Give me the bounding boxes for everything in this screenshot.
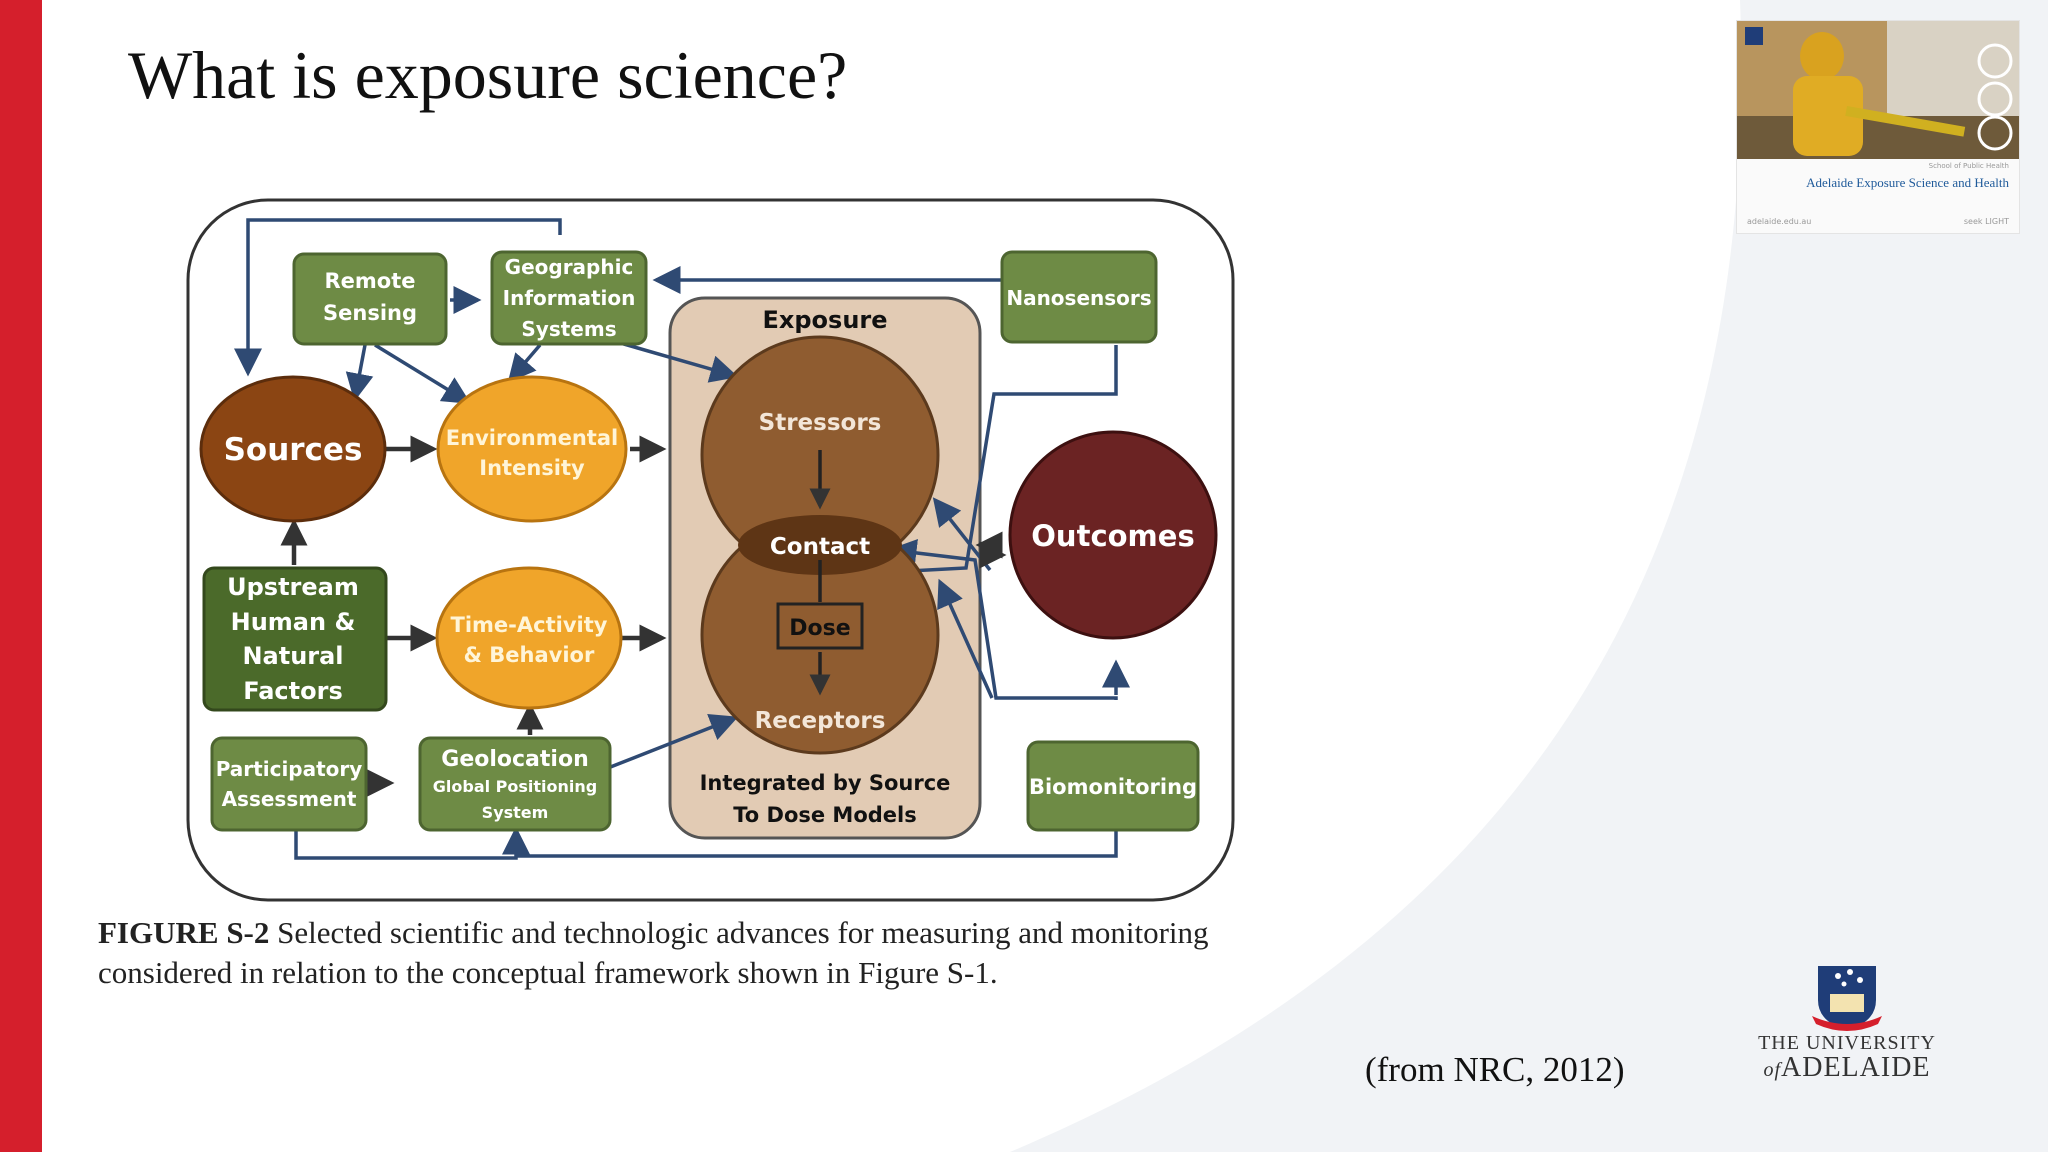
gis-label-3: Systems xyxy=(521,317,616,341)
nanosensors-node: Nanosensors xyxy=(1000,250,1158,344)
upstream-node: Upstream Human & Natural Factors xyxy=(202,566,388,712)
logo-text-line2: ofADELAIDE xyxy=(1746,1052,1948,1084)
remote-sensing-node: Remote Sensing xyxy=(292,252,448,346)
geolocation-sub-1: Global Positioning xyxy=(433,777,597,796)
gis-label-2: Information xyxy=(503,286,636,310)
time-activity-node: Time-Activity & Behavior xyxy=(435,566,623,710)
contact-label: Contact xyxy=(770,534,870,560)
accent-bar xyxy=(0,0,42,1152)
thumbnail-school: School of Public Health xyxy=(1928,162,2009,170)
time-activity-label-1: Time-Activity xyxy=(451,613,608,637)
figure-caption: FIGURE S-2 Selected scientific and techn… xyxy=(98,913,1338,993)
integrated-label-1: Integrated by Source xyxy=(700,771,951,795)
dose-box: Dose xyxy=(776,602,864,650)
figure-caption-label: FIGURE S-2 xyxy=(98,915,270,950)
logo-text-of: of xyxy=(1763,1059,1782,1081)
exposure-label: Exposure xyxy=(762,306,887,334)
geolocation-node: Geolocation Global Positioning System xyxy=(418,736,612,832)
university-crest-icon xyxy=(1812,966,1882,1031)
gis-node: Geographic Information Systems xyxy=(490,250,648,346)
logo-text-adelaide: ADELAIDE xyxy=(1781,1052,1931,1083)
contact-overlap xyxy=(738,515,902,575)
university-logo: THE UNIVERSITY ofADELAIDE xyxy=(1746,960,1948,1085)
exposure-diagram: Remote Sensing Geographic Information Sy… xyxy=(186,198,1235,902)
logo-text-line1: THE UNIVERSITY xyxy=(1758,1032,1936,1054)
biomonitoring-label: Biomonitoring xyxy=(1029,775,1197,799)
integrated-label-2: To Dose Models xyxy=(733,803,916,827)
slide-title: What is exposure science? xyxy=(128,37,848,113)
sources-label: Sources xyxy=(224,432,363,468)
dose-label: Dose xyxy=(789,616,850,641)
upstream-label-4: Factors xyxy=(243,677,343,705)
remote-sensing-label-2: Sensing xyxy=(323,301,417,325)
stressors-label: Stressors xyxy=(759,410,882,436)
participatory-label-1: Participatory xyxy=(216,757,363,781)
upstream-label-1: Upstream xyxy=(227,573,359,601)
environmental-intensity-node: Environmental Intensity xyxy=(436,375,628,523)
participatory-node: Participatory Assessment xyxy=(210,736,368,832)
environmental-intensity-label-1: Environmental xyxy=(446,426,618,450)
outcomes-label: Outcomes xyxy=(1031,519,1194,553)
biomonitoring-node: Biomonitoring xyxy=(1026,740,1200,832)
geolocation-sub-2: System xyxy=(482,803,549,822)
environmental-intensity-label-2: Intensity xyxy=(479,456,585,480)
gis-label-1: Geographic xyxy=(505,255,634,279)
source-note: (from NRC, 2012) xyxy=(1365,1050,1625,1089)
upstream-label-2: Human & xyxy=(231,608,356,636)
time-activity-label-2: & Behavior xyxy=(464,643,595,667)
outcomes-node: Outcomes xyxy=(1008,430,1218,640)
remote-sensing-label-1: Remote xyxy=(324,269,415,293)
nanosensors-label: Nanosensors xyxy=(1006,286,1151,310)
receptors-label: Receptors xyxy=(755,708,886,734)
thumbnail-footer-left: adelaide.edu.au xyxy=(1747,217,1812,226)
presenter-thumbnail[interactable]: School of Public Health Adelaide Exposur… xyxy=(1736,20,2020,234)
upstream-label-3: Natural xyxy=(242,642,343,670)
geolocation-title: Geolocation xyxy=(441,747,588,772)
sources-node: Sources xyxy=(199,375,387,523)
thumbnail-title: Adelaide Exposure Science and Health xyxy=(1806,175,2009,190)
thumbnail-footer-right: seek LIGHT xyxy=(1963,217,2009,226)
hazmat-photo xyxy=(1737,21,2019,159)
figure-caption-text: Selected scientific and technologic adva… xyxy=(98,915,1209,990)
participatory-label-2: Assessment xyxy=(222,787,357,811)
